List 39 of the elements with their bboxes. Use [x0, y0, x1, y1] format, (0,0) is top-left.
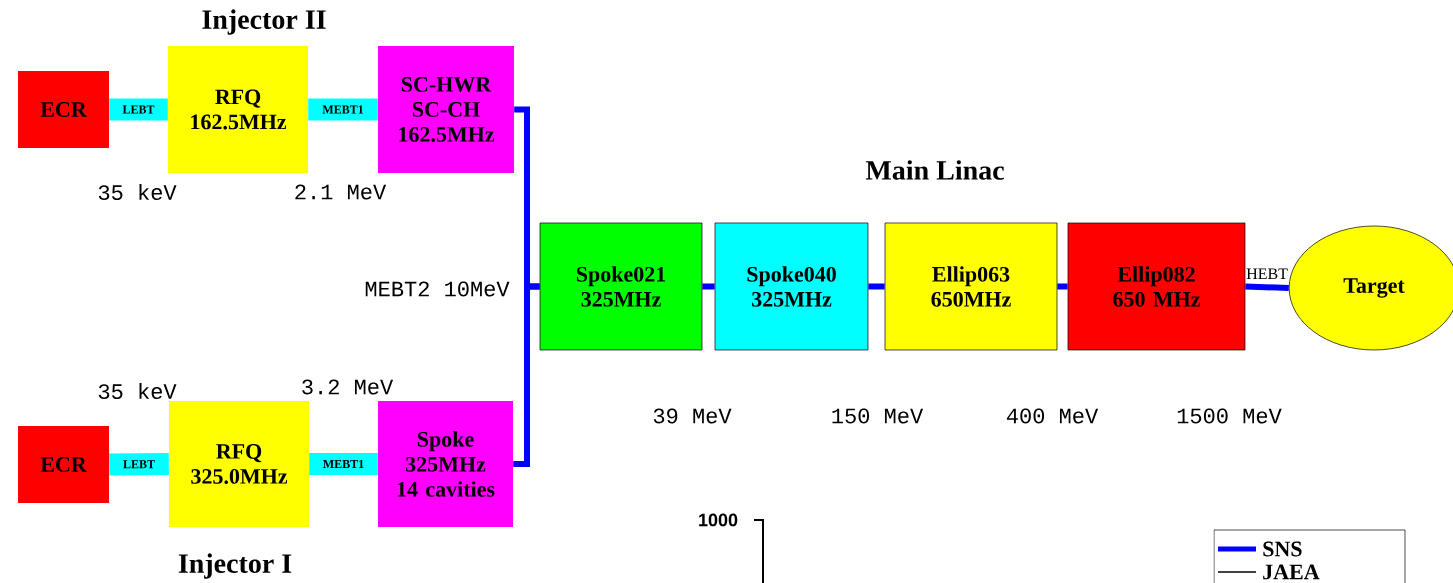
component-box: Spoke 325MHz 14 cavities [378, 401, 513, 527]
component-box: ECR [18, 426, 109, 503]
legend-label: JAEA [1263, 564, 1320, 580]
edge-label: LEBT [123, 460, 155, 469]
energy-label: 2.1 MeV [295, 184, 387, 200]
energy-label: 39 MeV [653, 408, 732, 424]
tick-label: 1000 [699, 513, 738, 527]
edge-label: HEBT [1246, 268, 1288, 280]
component-box: Spoke040 325MHz [714, 222, 869, 351]
component-box: SC-HWR SC-CH 162.5MHz [378, 46, 514, 173]
beam-line [109, 98, 168, 121]
beam-line [309, 453, 378, 475]
component-box: Spoke021 325MHz [539, 222, 703, 351]
beam-line [1057, 283, 1068, 290]
beam-line [308, 98, 378, 121]
energy-label: 35 keV [98, 382, 177, 400]
component-box: Ellip082 650 MHz [1067, 222, 1246, 351]
energy-label: 3.2 MeV [302, 379, 394, 395]
beam-line [1245, 283, 1289, 291]
beam-line [109, 453, 169, 476]
component-box: ECR [18, 71, 109, 148]
section-title: Injector II [202, 9, 326, 35]
beam-line [868, 283, 885, 290]
beam-line [513, 283, 540, 467]
legend-label: SNS [1263, 541, 1302, 557]
edge-label: LEBT [122, 105, 155, 114]
edge-label: MEBT1 [322, 105, 364, 114]
energy-label: 400 MeV [1006, 408, 1099, 424]
component-box: Ellip063 650MHz [884, 222, 1058, 351]
edge-label: MEBT1 [323, 460, 364, 468]
section-title: Main Linac [865, 160, 1004, 180]
energy-label: 150 MeV [832, 408, 924, 424]
component-box: RFQ 325.0MHz [169, 401, 309, 527]
energy-label: MEBT2 10MeV [365, 281, 510, 297]
beam-line [702, 283, 715, 290]
energy-label: 1500 MeV [1177, 408, 1282, 424]
component-box: RFQ 162.5MHz [168, 46, 308, 173]
section-title: Injector I [178, 553, 292, 579]
energy-label: 35 keV [98, 183, 177, 201]
